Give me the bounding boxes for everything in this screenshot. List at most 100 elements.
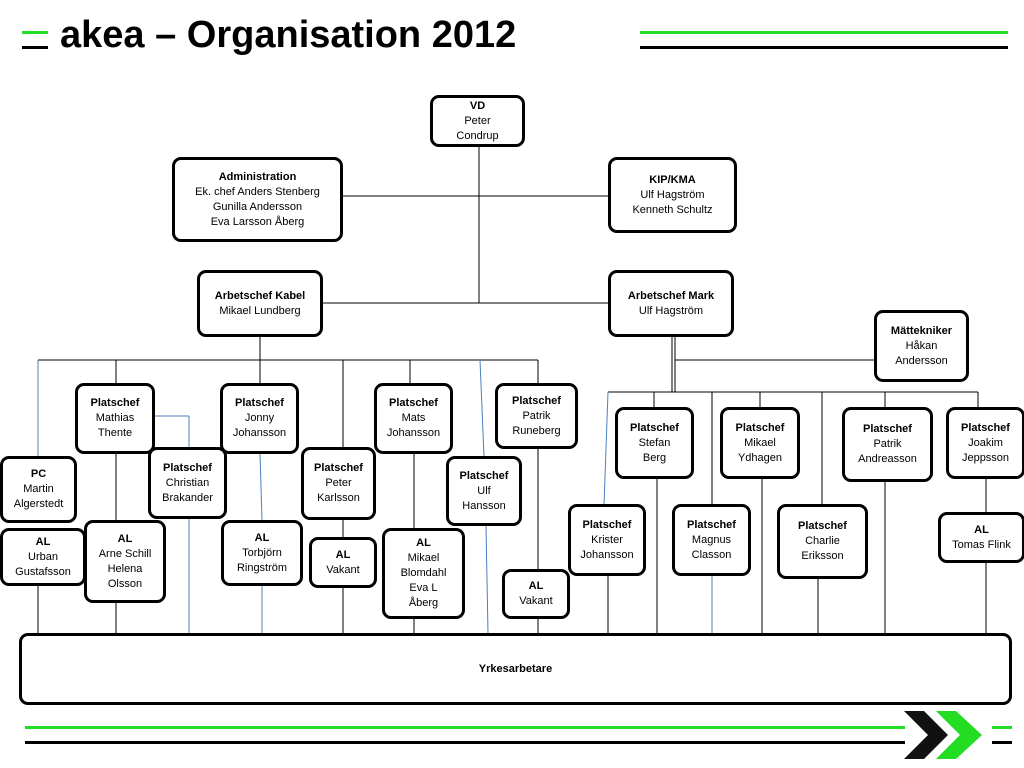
box-title: AL [35,535,51,548]
box-line: Åberg [408,597,439,609]
footer-accent-bar-right [992,726,1012,729]
footer-accent-bar [25,726,905,729]
box-line: Runeberg [512,424,561,437]
box-line: Charlie [805,535,840,547]
box-line: Ringström [236,561,288,574]
box-line: Johansson [386,427,441,439]
box-line: Christian [165,476,210,489]
box-line: Mathias [95,412,135,424]
box-title: AL [254,531,270,544]
box-line: Mikael [407,552,440,564]
footer-rule [25,741,905,744]
box-title: Platschef [90,397,140,409]
box-line: Vakant [519,595,553,607]
box-line: Magnus [691,533,732,546]
box-line: Ydhagen [737,451,783,464]
box-title: Platschef [512,394,561,407]
box-line: Eva Larsson Åberg [210,215,305,228]
box-line: Torbjörn [242,546,282,559]
box-line: Blomdahl [400,567,447,579]
box-title: Platschef [735,421,785,434]
box-line: Martin [23,483,54,495]
box-line: Algerstedt [13,498,64,510]
box-title: Arbetschef Mark [627,289,715,302]
box-title: Platschef [687,518,736,531]
box-line: Ulf Hagström [640,188,705,201]
box-line: Ulf [477,484,491,497]
box-line: Mikael [744,436,776,449]
box-line: Andreasson [858,453,917,465]
box-line: Patrik [522,409,551,422]
box-line: Gunilla Andersson [212,200,303,213]
box-line: Peter [325,477,352,489]
box-title: AL [528,580,544,592]
box-line: Eva L [409,582,438,594]
box-title: AL [117,532,133,545]
box-title: Yrkesarbetare [478,662,553,675]
box-title: Platschef [961,421,1010,434]
box-line: Andersson [895,354,948,367]
box-line: Kenneth Schultz [632,203,713,216]
box-line: Berg [642,451,667,464]
box-line: Gustafsson [15,565,71,578]
box-line: Peter [464,114,491,127]
box-line: Mikael Lundberg [219,304,301,317]
box-title: PC [30,468,47,480]
box-title: VD [469,99,486,112]
box-title: Platschef [863,423,912,435]
box-title: KIP/KMA [649,173,696,186]
box-line: Helena [107,562,143,575]
box-line: Karlsson [317,492,360,504]
box-title: Arbetschef Kabel [214,289,306,302]
box-line: Eriksson [801,550,844,562]
box-title: Platschef [163,461,212,474]
header-accent-bar-right [640,31,1008,34]
box-title: Platschef [389,397,438,409]
box-line: Brakander [162,491,213,504]
box-line: Joakim [968,436,1003,449]
box-line: Håkan [905,339,938,352]
box-line: Johansson [580,548,634,561]
box-line: Patrik [873,438,902,450]
org-box-yrkesarbetare: Yrkesarbetare [19,633,1012,705]
box-title: Platschef [582,518,632,531]
org-box-al-vakant-2: AL Vakant [502,569,570,619]
header-rule-left [22,46,48,49]
header-accent-bar-left [22,31,48,34]
box-title: AL [974,523,989,536]
box-line: Arne Schill [98,547,152,560]
box-line: Johansson [232,427,287,439]
box-line: Jonny [244,412,275,424]
box-title: Platschef [235,397,284,409]
footer-rule-right [992,741,1012,744]
box-line: Olsson [107,577,143,590]
box-line: Vakant [326,563,360,576]
page-title: akea – Organisation 2012 [60,14,517,56]
box-title: Platschef [314,462,363,474]
box-line: Mats [401,412,426,424]
box-title: Platschef [459,469,509,482]
box-line: Hansson [462,499,506,512]
box-line: Jeppsson [961,451,1010,464]
box-line: Krister [591,533,623,546]
box-title: Mättekniker [890,324,953,337]
